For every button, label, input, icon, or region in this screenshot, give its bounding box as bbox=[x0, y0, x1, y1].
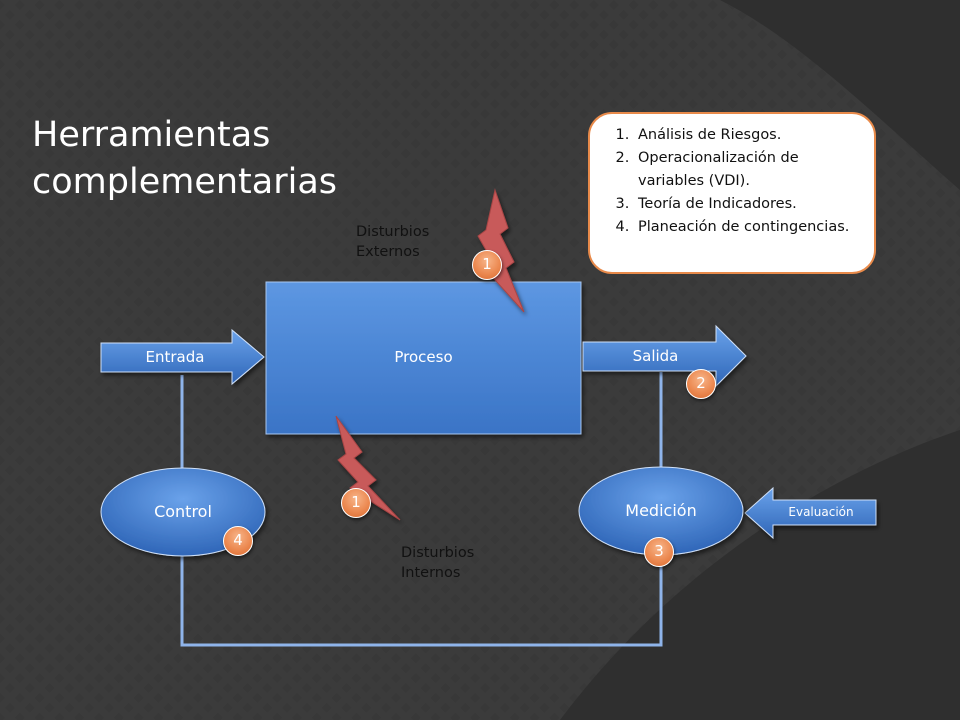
title-line-1: Herramientas bbox=[32, 115, 271, 155]
title-line-2: complementarias bbox=[32, 162, 338, 202]
badge-salida: 2 bbox=[686, 369, 716, 399]
badge-medicion: 3 bbox=[644, 537, 674, 567]
external-disturbances-label: Disturbios Externos bbox=[356, 222, 429, 262]
control-label: Control bbox=[154, 502, 212, 521]
badge-external-disturbance: 1 bbox=[472, 250, 502, 280]
proceso-label: Proceso bbox=[394, 348, 453, 366]
badge-internal-disturbance: 1 bbox=[341, 488, 371, 518]
evaluacion-arrow bbox=[744, 486, 877, 540]
tools-list: Análisis de Riesgos. Operacionalización … bbox=[600, 124, 862, 239]
proceso-box bbox=[265, 281, 582, 435]
tools-list-item: Teoría de Indicadores. bbox=[634, 193, 862, 216]
medicion-label: Medición bbox=[625, 501, 697, 520]
background-swoosh-top bbox=[720, 0, 960, 190]
internal-disturbances-line-1: Disturbios bbox=[401, 545, 475, 561]
entrada-arrow bbox=[100, 328, 265, 386]
tools-list-item: Análisis de Riesgos. bbox=[634, 124, 862, 147]
slide-title: Herramientas complementarias bbox=[32, 112, 337, 206]
tools-callout: Análisis de Riesgos. Operacionalización … bbox=[588, 112, 876, 274]
tools-list-item: Planeación de contingencias. bbox=[634, 216, 862, 239]
tools-list-item: Operacionalización de variables (VDI). bbox=[634, 147, 862, 193]
entrada-label: Entrada bbox=[145, 348, 205, 366]
evaluacion-label: Evaluación bbox=[788, 505, 854, 519]
feedback-loop bbox=[180, 372, 663, 647]
internal-disturbances-line-2: Internos bbox=[401, 565, 461, 581]
external-disturbances-line-1: Disturbios bbox=[356, 224, 430, 240]
lightning-bolt-internal bbox=[335, 415, 401, 521]
badge-control: 4 bbox=[223, 526, 253, 556]
external-disturbances-line-2: Externos bbox=[356, 244, 420, 260]
internal-disturbances-label: Disturbios Internos bbox=[401, 543, 474, 583]
lightning-bolt-external bbox=[477, 188, 525, 313]
salida-label: Salida bbox=[632, 347, 679, 365]
